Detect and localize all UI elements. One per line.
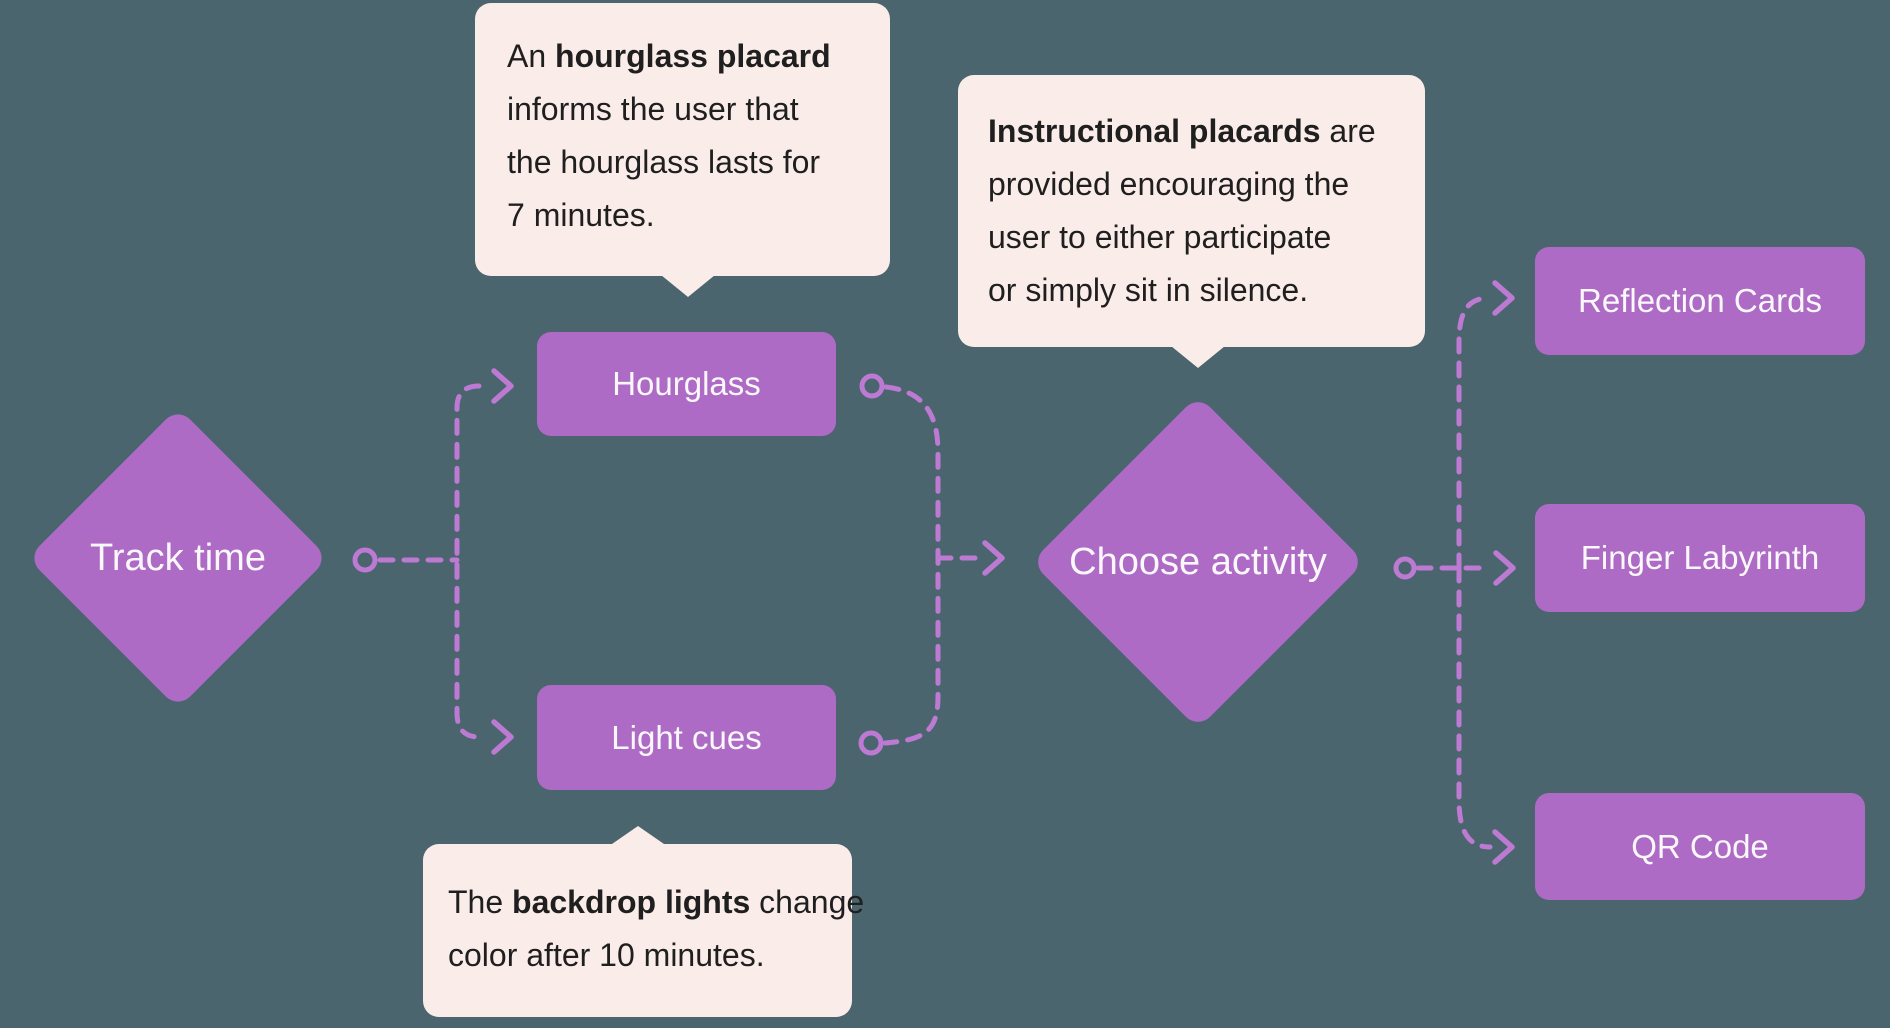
callout-backdrop-lights[interactable]: The backdrop lights change color after 1… (423, 826, 865, 1017)
node-track-time-label: Track time (90, 537, 266, 579)
port-circle-chooseactivity (1393, 556, 1417, 580)
port-circle-tracktime (352, 547, 378, 573)
port-circle-hourglass (859, 373, 885, 399)
edge-line (1456, 295, 1493, 571)
callout-pointer-down-icon (661, 275, 715, 297)
callout-text-line: the hourglass lasts for (507, 144, 821, 180)
node-hourglass-label: Hourglass (612, 365, 761, 402)
node-qr-code[interactable]: QR Code (1535, 793, 1865, 900)
arrow-head-to-lightcues (491, 719, 514, 755)
callout-hourglass-placard[interactable]: An hourglass placard informs the user th… (475, 3, 890, 297)
callout-text-line: The backdrop lights change (448, 884, 865, 920)
node-finger-labyrinth[interactable]: Finger Labyrinth (1535, 504, 1865, 612)
callout-text-line: user to either participate (988, 219, 1332, 255)
callout-text-line: provided encouraging the (988, 166, 1350, 202)
node-qr-code-label: QR Code (1631, 827, 1769, 865)
arrow-head-to-qrcode (1492, 829, 1515, 865)
node-light-cues-label: Light cues (611, 718, 762, 756)
port-circle-lightcues (858, 730, 884, 756)
node-light-cues[interactable]: Light cues (537, 685, 836, 790)
callout-text-line: or simply sit in silence. (988, 272, 1309, 308)
node-finger-labyrinth-label: Finger Labyrinth (1580, 539, 1820, 576)
arrow-head-to-chooseactivity (982, 540, 1005, 576)
callout-pointer-down-icon (1171, 346, 1225, 368)
edge-line (1456, 565, 1493, 850)
node-choose-activity-label: Choose activity (1069, 541, 1327, 583)
arrow-head-to-hourglass (491, 368, 514, 404)
callout-text-line: 7 minutes. (507, 197, 655, 233)
node-reflection-cards-label: Reflection Cards (1578, 282, 1822, 319)
edge-line (882, 384, 941, 746)
node-hourglass[interactable]: Hourglass (537, 332, 836, 436)
arrow-head-to-fingerlabyrinth (1493, 550, 1516, 586)
edge-tracktime-split (352, 368, 514, 755)
callout-instructional-placards[interactable]: Instructional placards are provided enco… (958, 75, 1425, 368)
node-choose-activity-diamond[interactable] (1031, 395, 1365, 729)
node-track-time-diamond[interactable] (27, 407, 328, 708)
edge-chooseactivity-branch (1393, 280, 1516, 865)
callout-text-line: Instructional placards are (988, 113, 1376, 149)
node-reflection-cards[interactable]: Reflection Cards (1535, 247, 1865, 355)
callout-text-line: color after 10 minutes. (448, 937, 765, 973)
edge-merge-chooseactivity (858, 373, 1005, 756)
callout-text-line: informs the user that (507, 91, 799, 127)
edge-line (454, 383, 482, 740)
arrow-head-to-reflectioncards (1492, 280, 1515, 316)
callout-text-line: An hourglass placard (507, 38, 831, 74)
callout-pointer-up-icon (612, 826, 664, 844)
